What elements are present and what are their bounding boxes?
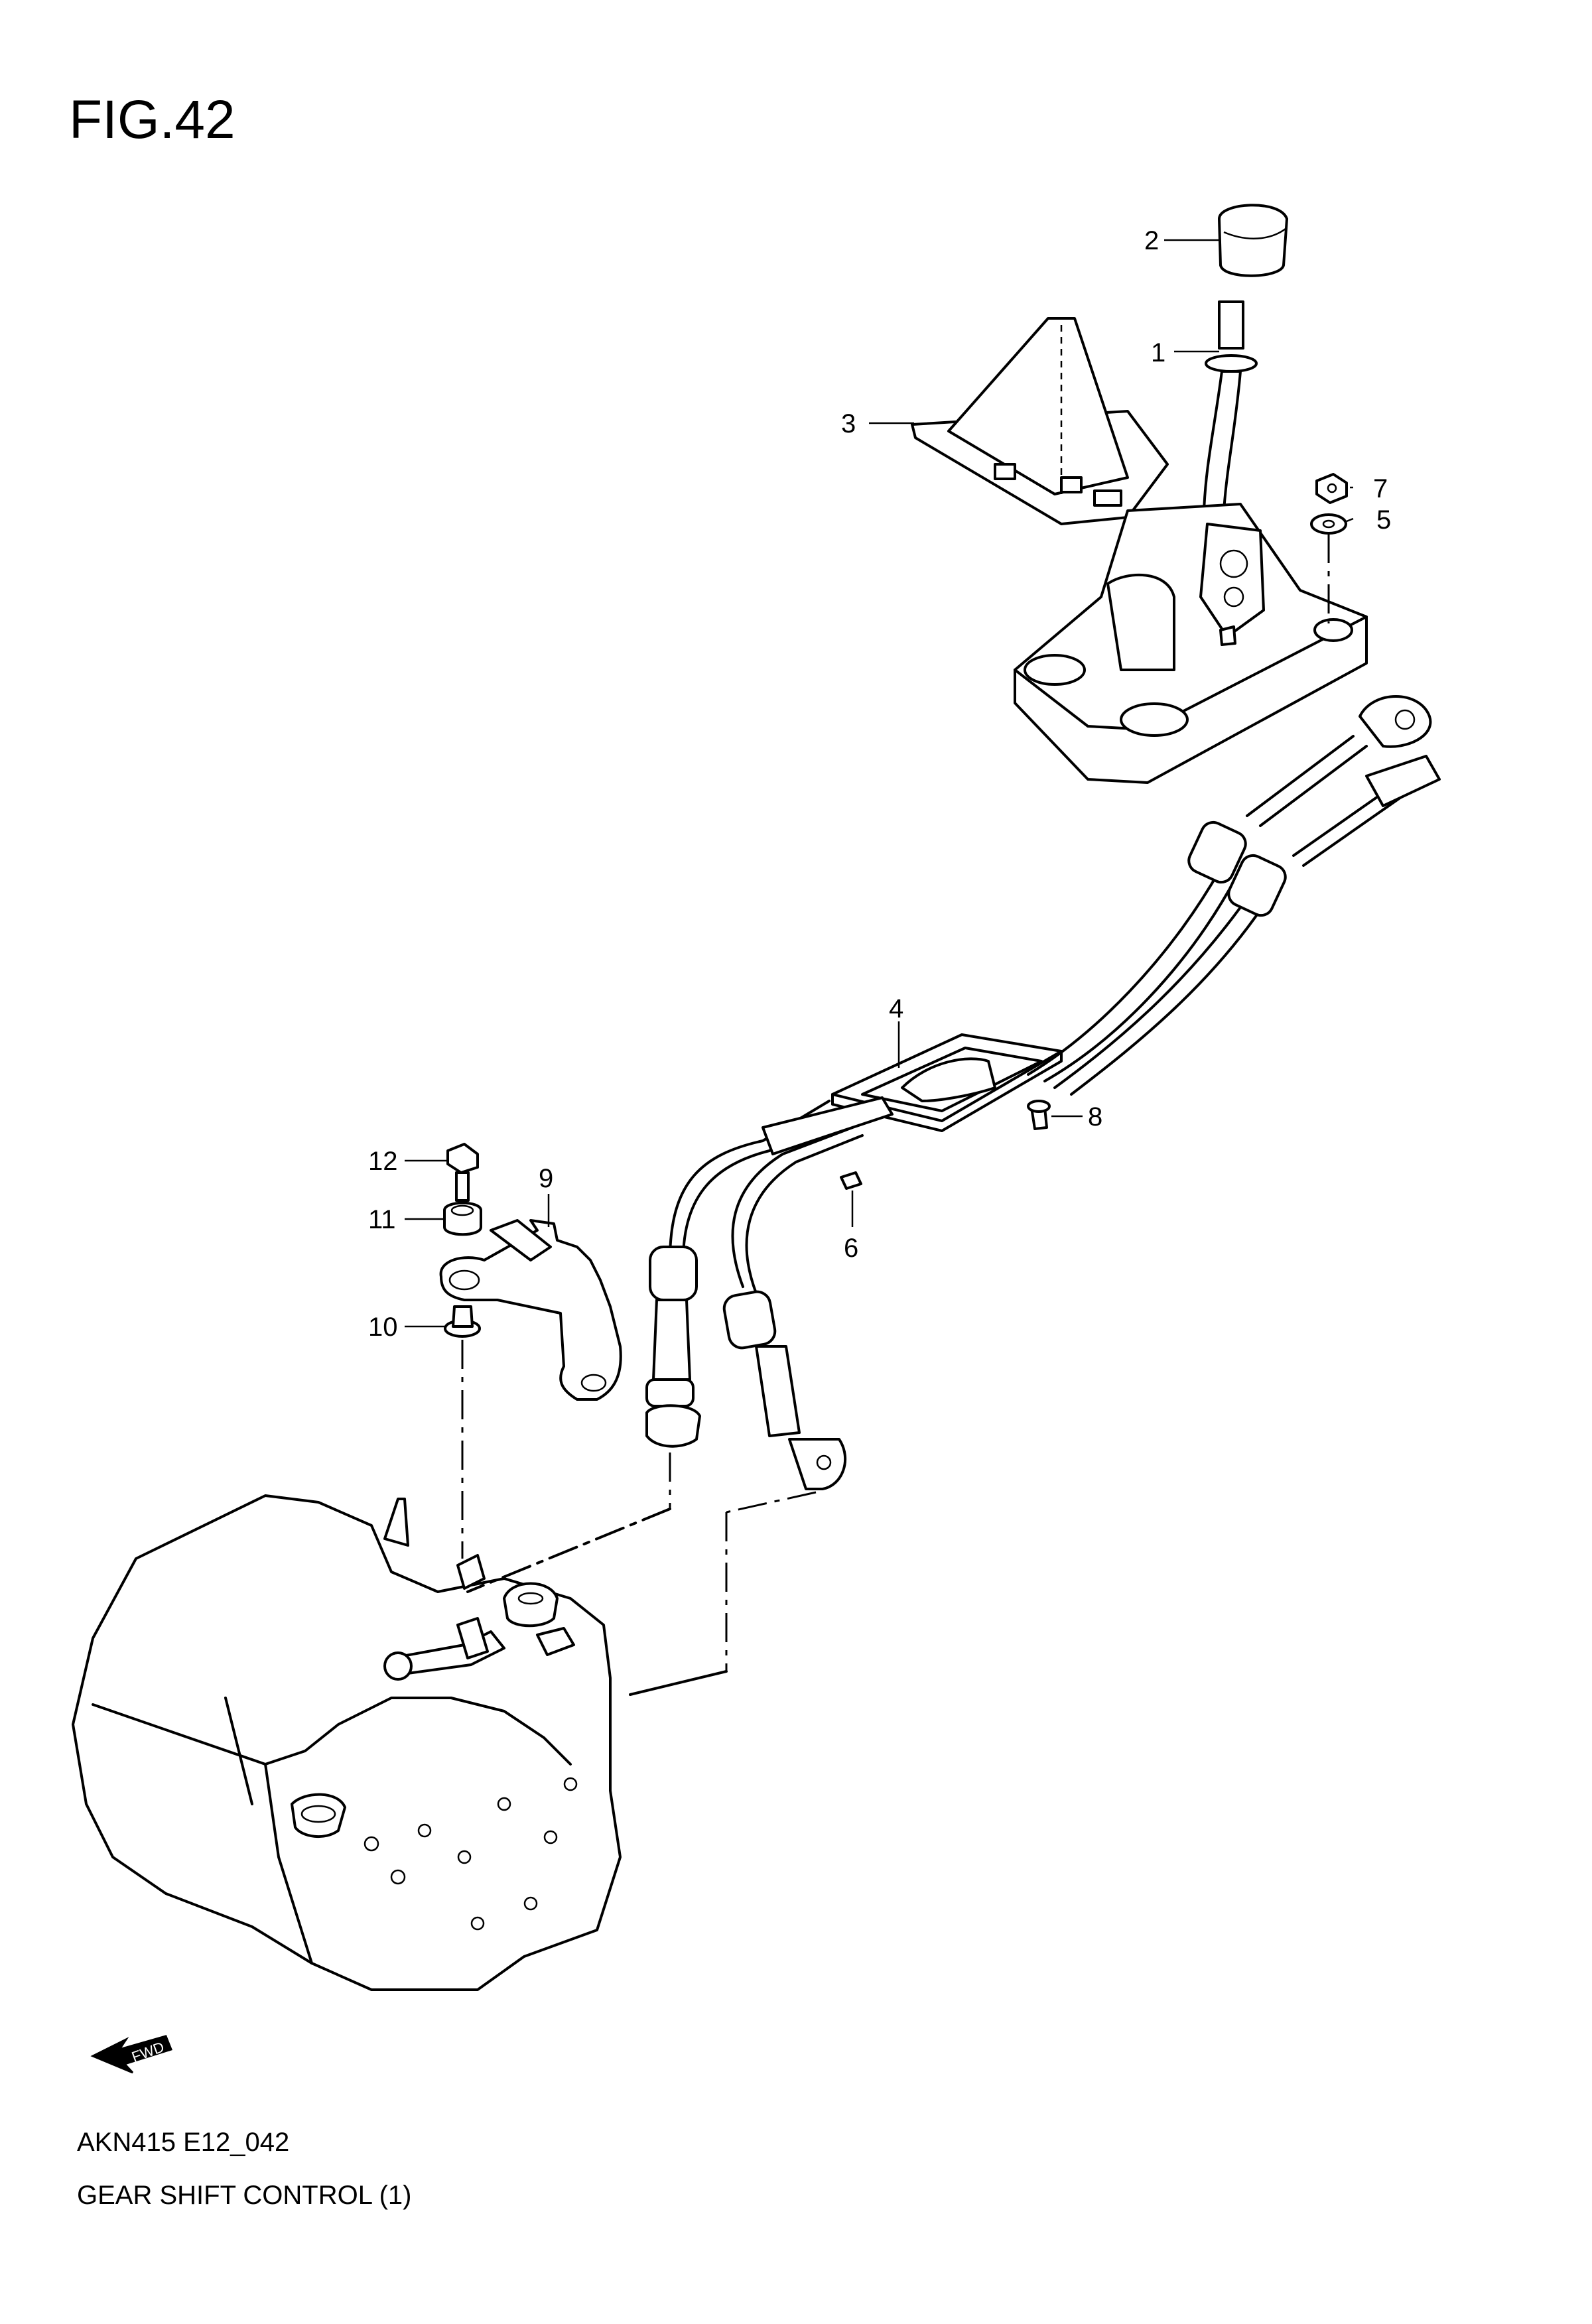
- fwd-label: FWD: [129, 2038, 166, 2065]
- drawing-code: AKN415 E12_042: [77, 2128, 290, 2157]
- bracket-spacer: [443, 1201, 482, 1236]
- bracket-bolt: [446, 1143, 479, 1202]
- shift-lever: [1203, 300, 1258, 512]
- callout-11: 11: [368, 1205, 396, 1234]
- bracket-stud: [444, 1305, 481, 1338]
- washer: [1310, 513, 1347, 535]
- drawing-caption: GEAR SHIFT CONTROL (1): [77, 2181, 412, 2210]
- figure-title: FIG.42: [69, 90, 235, 150]
- callout-10: 10: [368, 1313, 398, 1342]
- callout-3: 3: [841, 409, 856, 438]
- cable-grommet-plate: [831, 1033, 1063, 1132]
- shift-cables: [1027, 695, 1441, 1096]
- callout-1: 1: [1151, 338, 1165, 367]
- shift-knob: [1218, 204, 1288, 277]
- nut: [1315, 473, 1348, 504]
- callout-6: 6: [844, 1234, 858, 1263]
- callout-4: 4: [889, 994, 903, 1023]
- shifter-housing: [1014, 503, 1368, 784]
- callout-7: 7: [1373, 474, 1388, 503]
- callout-9: 9: [539, 1164, 553, 1193]
- cable-clip: [840, 1171, 862, 1190]
- cable-bracket: [439, 1219, 622, 1401]
- callouts: 1 2 3 4 5 6 7 8 9 10 11 12: [368, 226, 1391, 1342]
- fwd-arrow-icon: [90, 2035, 172, 2074]
- callout-12: 12: [368, 1147, 398, 1176]
- plate-bolt: [1027, 1100, 1051, 1130]
- leader-lines: [405, 239, 1354, 1328]
- transmission-case: [72, 1494, 622, 1991]
- shift-boot: [911, 317, 1169, 525]
- callout-5: 5: [1376, 505, 1391, 535]
- callout-8: 8: [1088, 1102, 1102, 1131]
- lower-cables: [645, 1096, 894, 1490]
- connection-lines: [466, 1452, 817, 1696]
- fwd-arrow: FWD: [90, 2035, 172, 2074]
- callout-2: 2: [1144, 226, 1159, 255]
